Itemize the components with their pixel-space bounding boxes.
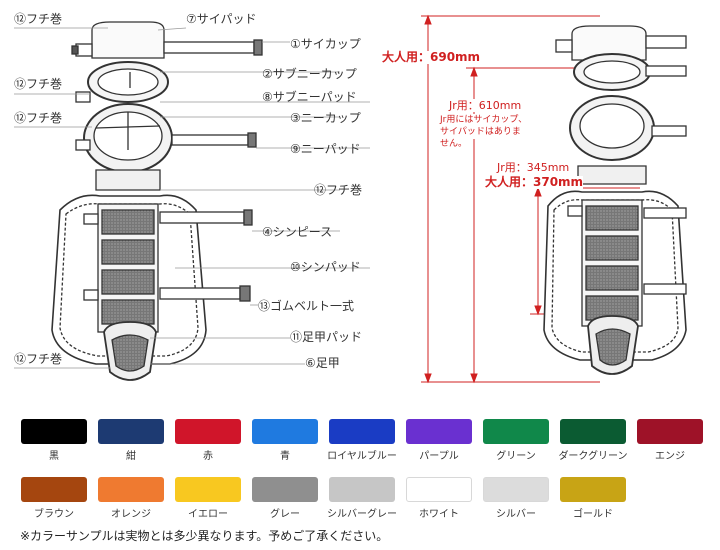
label-rubber-belt: ⑬ゴムベルト一式 <box>258 299 355 313</box>
color-swatch <box>560 477 626 502</box>
label-fuchi-mid: ⑫フチ巻 <box>314 183 363 197</box>
label-fuchi2: ⑫フチ巻 <box>14 77 63 91</box>
label-knee-cup: ③ニーカップ <box>290 111 361 125</box>
label-fuchi3: ⑫フチ巻 <box>14 111 63 125</box>
color-swatch <box>483 419 549 444</box>
color-name-label: 紺 <box>126 451 136 462</box>
dimension-adult-total: 大人用：690mm <box>382 50 481 64</box>
color-name-label: ロイヤルブルー <box>327 451 397 462</box>
label-shin-pad: ⑩シンパッド <box>290 260 361 274</box>
color-swatch <box>560 419 626 444</box>
color-name-label: 黒 <box>49 451 59 462</box>
label-thigh-cup: ①サイカップ <box>290 37 361 51</box>
color-swatch <box>98 477 164 502</box>
color-name-label: ブラウン <box>34 509 74 520</box>
leg-guard-illustration <box>14 14 687 384</box>
color-name-label: エンジ <box>655 451 685 462</box>
color-swatch <box>329 477 395 502</box>
label-thigh-pad: ⑦サイパッド <box>186 12 257 26</box>
label-instep-pad: ⑪足甲パッド <box>290 330 363 344</box>
color-name-label: イエロー <box>188 509 228 520</box>
color-disclaimer-note: ※カラーサンプルは実物とは多少異なります。予めご了承ください。 <box>20 529 389 543</box>
color-swatch <box>406 419 472 444</box>
color-name-label: ホワイト <box>419 509 459 520</box>
color-name-label: グリーン <box>496 451 536 462</box>
color-swatch <box>21 477 87 502</box>
label-shin-piece: ④シンピース <box>262 225 333 239</box>
dimension-jr-note-1: Jr用にはサイカップ、 <box>440 114 528 127</box>
color-name-label: ダークグリーン <box>558 451 628 462</box>
left-leader-lines <box>14 27 370 369</box>
color-swatch <box>406 477 472 502</box>
color-name-label: グレー <box>270 509 300 520</box>
color-swatch <box>483 477 549 502</box>
dimension-jr-note-3: せん。 <box>440 138 468 151</box>
color-swatch <box>175 477 241 502</box>
label-fuchi4: ⑫フチ巻 <box>14 352 63 366</box>
color-name-label: ゴールド <box>573 509 613 520</box>
color-name-label: 青 <box>280 451 290 462</box>
label-sub-knee-pad: ⑧サブニーパッド <box>262 90 357 104</box>
color-swatch <box>329 419 395 444</box>
color-name-label: 赤 <box>203 451 213 462</box>
label-sub-knee-cup: ②サブニーカップ <box>262 67 357 81</box>
color-name-label: シルバーグレー <box>327 509 397 520</box>
label-fuchi1: ⑫フチ巻 <box>14 12 63 26</box>
dimension-adult-shin: 大人用：370mm <box>485 175 584 189</box>
color-swatch <box>175 419 241 444</box>
dimension-jr-shin: Jr用：345mm <box>497 161 570 174</box>
label-knee-pad: ⑨ニーパッド <box>290 142 361 156</box>
color-name-label: シルバー <box>496 509 536 520</box>
color-swatch <box>98 419 164 444</box>
right-leg-guard-drawing <box>543 25 687 375</box>
color-swatch <box>21 419 87 444</box>
label-instep: ⑥足甲 <box>305 356 340 370</box>
color-swatch <box>252 477 318 502</box>
color-swatch <box>637 419 703 444</box>
dimension-jr-total: Jr用：610mm <box>449 99 522 112</box>
color-swatch <box>252 419 318 444</box>
left-leg-guard-drawing <box>51 21 263 381</box>
dimension-jr-note-2: サイパッドはありま <box>440 126 521 139</box>
color-name-label: オレンジ <box>111 509 151 520</box>
color-name-label: パープル <box>419 451 459 462</box>
